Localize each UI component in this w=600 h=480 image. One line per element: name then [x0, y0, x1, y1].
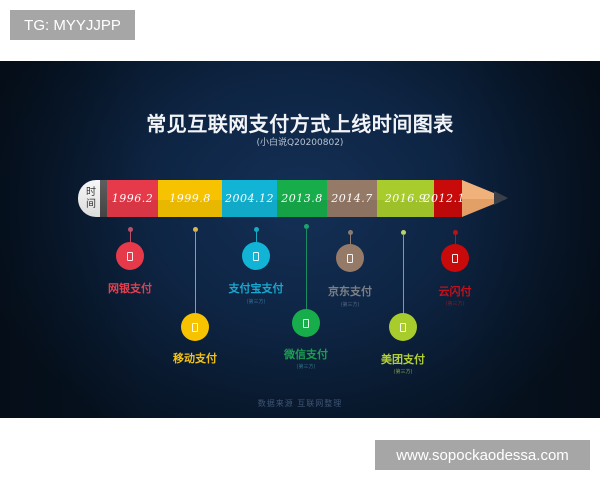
method-label: 京东支付 [328, 285, 372, 298]
infographic-panel: 常见互联网支付方式上线时间图表 (小白说Q20200802) 时 间 1996.… [0, 61, 600, 418]
timeline-segment-2: 1999.8 [158, 180, 222, 217]
chart-subtitle: (小白说Q20200802) [256, 138, 344, 148]
method-label: 移动支付 [173, 352, 217, 365]
segment-date: 2004.12 [225, 192, 274, 205]
watermark-bottom: www.sopockaodessa.com [375, 440, 590, 470]
method-circle [336, 244, 364, 272]
segment-date: 2016.9 [384, 192, 427, 205]
segment-date: 1996.2 [111, 192, 154, 205]
method-label: 美团支付 [381, 353, 425, 366]
stem-line [350, 234, 351, 246]
stem-dot [453, 230, 458, 235]
pencil-timeline: 时 间 1996.2 1999.8 2004.12 2013.8 2014.7 … [78, 180, 528, 217]
timeline-segment-1: 1996.2 [107, 180, 158, 217]
pencil-ferrule [100, 180, 107, 217]
phone-icon [347, 253, 353, 263]
method-note: (第三方) [340, 302, 360, 308]
method-note: (第三方) [246, 299, 266, 305]
method-label: 支付宝支付 [228, 282, 284, 295]
timeline-segment-3: 2004.12 [222, 180, 277, 217]
phone-icon [400, 322, 406, 332]
method-note: (第三方) [393, 369, 413, 375]
phone-icon [192, 322, 198, 332]
segment-date: 2013.8 [281, 192, 323, 205]
stem-line [195, 231, 196, 314]
timeline-segment-7: 2012.12 [424, 180, 472, 217]
pencil-eraser: 时 间 [78, 180, 100, 217]
data-source-note: 数据来源 互联网整理 [257, 399, 343, 408]
chart-title: 常见互联网支付方式上线时间图表 [146, 112, 454, 136]
stem-line [256, 231, 257, 246]
stem-dot [304, 224, 309, 229]
timeline-segment-5: 2014.7 [327, 180, 377, 217]
stem-line [455, 234, 456, 246]
stem-dot [193, 227, 198, 232]
stem-line [130, 231, 131, 246]
eraser-label-2: 间 [86, 198, 96, 210]
method-label: 云闪付 [438, 285, 472, 298]
method-circle [242, 242, 270, 270]
method-note: (第三方) [445, 301, 465, 307]
phone-icon [253, 251, 259, 261]
phone-icon [452, 253, 458, 263]
method-circle [292, 309, 320, 337]
timeline-segment-6: 2016.9 [377, 180, 434, 217]
method-circle [441, 244, 469, 272]
watermark-top: TG: MYYJJPP [10, 10, 135, 40]
eraser-label-1: 时 [86, 186, 96, 198]
timeline-segment-4: 2013.8 [277, 180, 327, 217]
stem-dot [128, 227, 133, 232]
segment-date: 2014.7 [331, 192, 373, 205]
stem-line [403, 234, 404, 314]
phone-icon [127, 251, 133, 261]
method-note: (第三方) [296, 364, 316, 370]
method-circle [181, 313, 209, 341]
stem-dot [348, 230, 353, 235]
stem-dot [254, 227, 259, 232]
stem-dot [401, 230, 406, 235]
segment-date: 1999.8 [169, 192, 211, 205]
method-circle [389, 313, 417, 341]
pencil-lead [494, 191, 508, 205]
method-label: 微信支付 [284, 348, 328, 361]
method-circle [116, 242, 144, 270]
phone-icon [303, 318, 309, 328]
stem-line [306, 228, 307, 310]
method-label: 网银支付 [108, 282, 152, 295]
